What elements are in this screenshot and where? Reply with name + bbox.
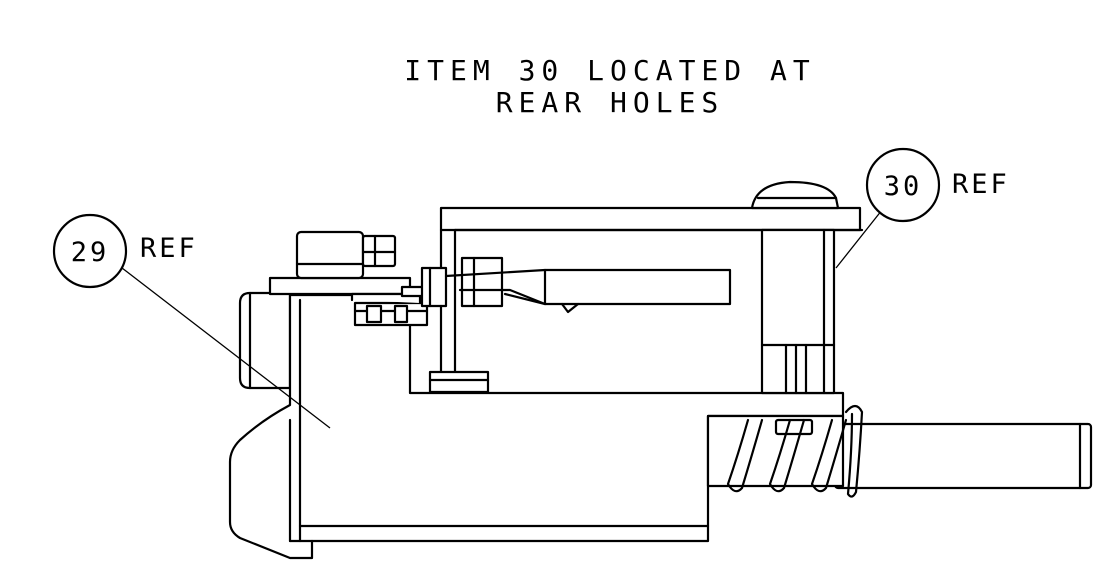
note-line-2: REAR HOLES <box>496 86 725 119</box>
switch-hardware <box>350 266 448 327</box>
leader-line-29 <box>121 267 331 429</box>
callout-30: 30 REF <box>835 147 1010 269</box>
note-line-1: ITEM 30 LOCATED AT <box>404 54 815 87</box>
callout-29: 29 REF <box>52 213 331 429</box>
callout-29-number: 29 <box>71 237 110 268</box>
balloon-30 <box>865 147 941 223</box>
bolt-head <box>750 180 840 210</box>
balloon-29 <box>52 213 128 289</box>
left-clamp <box>268 230 412 296</box>
actuator-lever <box>444 256 732 314</box>
callout-30-suffix: REF <box>952 169 1010 200</box>
shaft <box>833 422 1093 490</box>
leader-line-30 <box>835 209 883 269</box>
right-post <box>760 228 836 395</box>
bracket-body <box>228 291 845 560</box>
upper-frame <box>428 206 864 394</box>
callout-29-suffix: REF <box>140 233 198 264</box>
callout-30-number: 30 <box>884 171 923 202</box>
spring <box>706 404 864 498</box>
